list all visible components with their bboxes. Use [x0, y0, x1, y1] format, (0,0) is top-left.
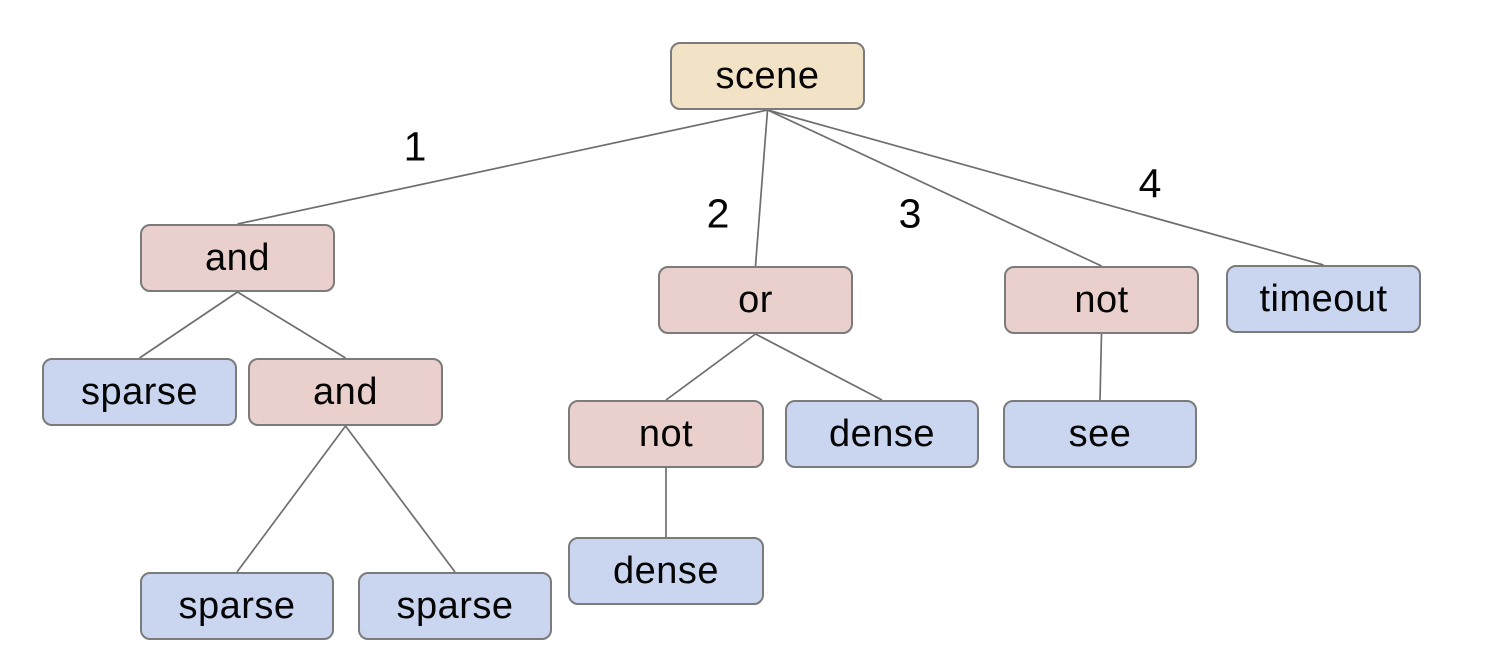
edge-or1-to-not2: [665, 333, 757, 401]
node-sparse2[interactable]: sparse: [140, 572, 334, 640]
node-dense1[interactable]: dense: [785, 400, 979, 468]
node-and2[interactable]: and: [248, 358, 443, 426]
node-dense2[interactable]: dense: [568, 537, 764, 605]
edge-and2-to-sparse3: [344, 425, 456, 573]
node-scene[interactable]: scene: [670, 42, 865, 110]
node-and1[interactable]: and: [140, 224, 335, 292]
node-not2[interactable]: not: [568, 400, 764, 468]
edge-scene-to-or1: [754, 109, 769, 267]
edge-label-4: 4: [1138, 160, 1162, 207]
node-sparse3[interactable]: sparse: [358, 572, 552, 640]
edge-and1-to-and2: [237, 291, 346, 359]
edge-label-1: 1: [403, 123, 427, 170]
edge-label-2: 2: [706, 190, 730, 237]
node-sparse1[interactable]: sparse: [42, 358, 237, 426]
edge-and1-to-sparse1: [139, 291, 238, 359]
edge-scene-to-timeout1: [767, 109, 1324, 266]
edge-and2-to-sparse2: [236, 425, 347, 573]
node-or1[interactable]: or: [658, 266, 853, 334]
edge-scene-to-not1: [767, 109, 1102, 267]
node-not1[interactable]: not: [1004, 266, 1199, 334]
edge-not1-to-see1: [1099, 333, 1103, 401]
edge-scene-to-and1: [237, 109, 768, 225]
node-see1[interactable]: see: [1003, 400, 1197, 468]
node-timeout1[interactable]: timeout: [1226, 265, 1421, 333]
edge-label-3: 3: [898, 190, 922, 237]
edge-or1-to-dense1: [755, 333, 883, 401]
